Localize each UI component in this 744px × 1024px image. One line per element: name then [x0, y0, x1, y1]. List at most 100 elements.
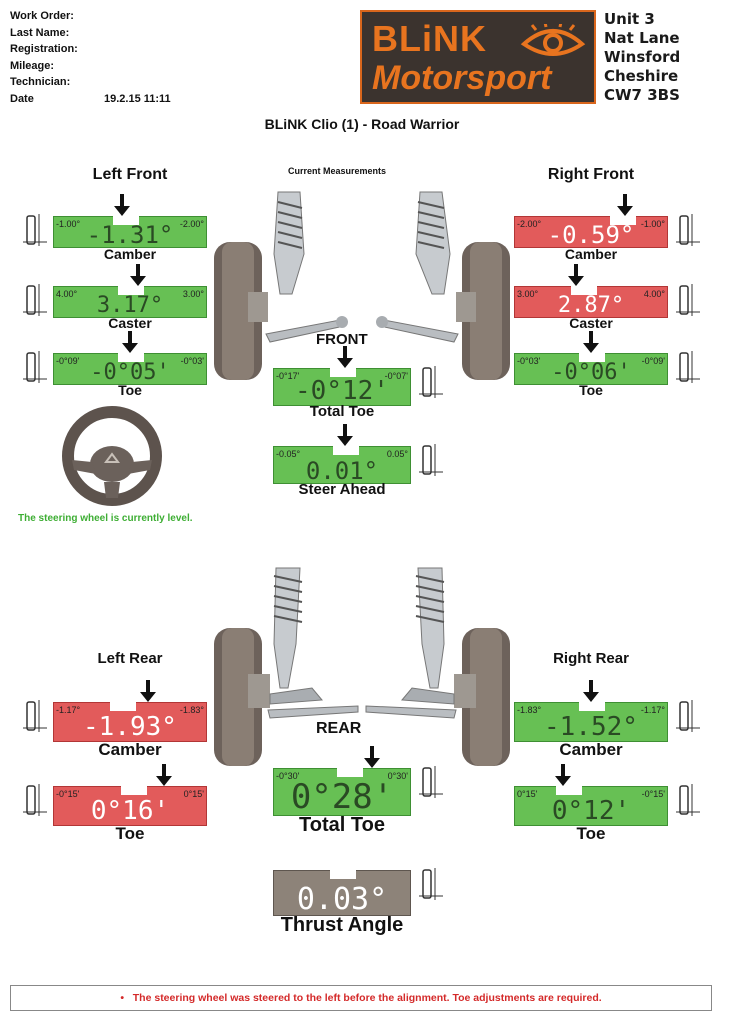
front-left-toe-gauge: -0°09'-0°03'-0°05'Toe [53, 331, 207, 407]
front-steer-ahead-bar: -0.05°0.05°0.01° [273, 446, 411, 485]
rear-suspension-illustration [214, 567, 510, 766]
front-right-caster-value: 2.87° [557, 293, 625, 319]
rear-left-camber-icon [23, 700, 47, 732]
rear-thrust-angle-value: 0.03° [296, 881, 388, 917]
rear-left-toe-min: -0°15' [56, 789, 80, 799]
rear-total-toe-value: 0°28' [290, 776, 394, 817]
front-left-caster-bar: 4.00°3.00°3.17° [53, 286, 207, 318]
rear-left-camber-gauge: Left Rear -1.17°-1.83°-1.93°Camber [53, 650, 207, 767]
front-right-camber-bar: -2.00°-1.00°-0.59° [514, 216, 668, 249]
current-measurements-label: Current Measurements [288, 166, 387, 176]
front-left-camber-gauge: Left Front-1.00°-2.00°-1.31°Camber [53, 166, 207, 270]
rear-right-camber-icon [676, 700, 700, 732]
rear-left-toe-gauge: -0°15' 0°15' 0°16'Toe [53, 764, 207, 851]
logo-word-motorsport: Motorsport [372, 59, 552, 97]
rear-right-toe-label: Toe [576, 824, 606, 843]
rear-right-camber-heading: Right Rear [553, 650, 629, 667]
rear-total-toe-label: Total Toe [299, 814, 385, 836]
front-right-toe-target-notch [579, 353, 605, 362]
field-technician: Technician: [10, 76, 71, 88]
front-total-toe-max: -0°07' [384, 371, 408, 381]
steering-wheel-icon [62, 406, 162, 506]
field-mileage: Mileage: [10, 59, 55, 72]
front-section-label: FRONT [316, 331, 368, 348]
rear-left-toe-max: 0°15' [183, 789, 204, 799]
front-right-caster-gauge: 3.00°4.00°2.87°Caster [514, 264, 668, 340]
rear-right-camber-max: -1.17° [640, 705, 665, 715]
front-right-camber-gauge: Right Front-2.00°-1.00°-0.59°Camber [514, 166, 668, 270]
rear-left-toe-value: 0°16' [90, 796, 170, 827]
rear-right-toe-bar: 0°15' -0°15' 0°12' [514, 786, 668, 826]
rear-right-toe-value: 0°12' [551, 796, 631, 827]
steering-level-note: The steering wheel is currently level. [18, 513, 193, 524]
front-left-caster-min: 4.00° [56, 289, 78, 299]
front-left-toe-value: -0°05' [90, 360, 170, 386]
front-left-camber-value: -1.31° [86, 220, 174, 249]
rear-left-camber-label: Camber [98, 740, 162, 759]
front-total-toe-label: Total Toe [309, 403, 375, 420]
front-right-toe-gauge: -0°03'-0°09'-0°06'Toe [514, 331, 668, 407]
logo-word-blink: BLiNK [372, 18, 487, 59]
rear-total-toe-gauge: -0°30' 0°30'0°28'Total Toe [273, 746, 411, 844]
rear-left-camber-max: -1.83° [179, 705, 204, 715]
front-total-toe-bar: -0°17'-0°07'-0°12' [273, 368, 411, 406]
front-left-caster-value: 3.17° [96, 293, 164, 319]
rear-thrust-angle-bar: 0.03° [273, 870, 411, 917]
front-right-camber-min: -2.00° [517, 219, 542, 229]
work-order-fields: Work Order: Last Name: Registration: Mil… [10, 8, 171, 107]
front-right-toe-min: -0°03' [517, 356, 541, 366]
rear-right-camber-value: -1.52° [544, 712, 638, 743]
front-right-caster-target-notch [571, 286, 598, 295]
front-right-camber-target-notch [609, 216, 636, 225]
front-left-camber-target-notch [113, 216, 140, 225]
rear-left-camber-value: -1.93° [83, 712, 177, 743]
rear-total-toe-target-notch [336, 768, 363, 777]
front-left-caster-gauge: 4.00°3.00°3.17°Caster [53, 264, 207, 340]
front-left-caster-label: Caster [108, 315, 152, 331]
front-left-camber-min: -1.00° [56, 219, 81, 229]
steer-ahead-icon [419, 444, 443, 476]
front-right-toe-bar: -0°03'-0°09'-0°06' [514, 353, 668, 385]
right-toe-icon [676, 351, 700, 383]
field-last-name: Last Name: [10, 26, 70, 39]
company-address: Unit 3 Nat Lane Winsford Cheshire CW7 3B… [604, 10, 681, 104]
front-right-camber-label: Camber [564, 246, 618, 262]
left-caster-icon [23, 284, 47, 316]
front-suspension-illustration [214, 191, 510, 380]
field-registration: Registration: [10, 43, 78, 55]
left-toe-icon [23, 351, 47, 383]
rear-left-toe-label: Toe [115, 824, 145, 843]
rear-left-camber-heading: Left Rear [97, 650, 163, 667]
front-steer-ahead-target-notch [332, 446, 359, 455]
rear-total-toe-min: -0°30' [276, 771, 300, 781]
rear-thrust-angle-label: Thrust Angle [280, 914, 404, 936]
company-logo: BLiNK Motorsport [360, 10, 596, 104]
front-steer-ahead-label: Steer Ahead [298, 481, 386, 498]
rear-right-toe-icon [676, 784, 700, 816]
rear-right-camber-min: -1.83° [517, 705, 542, 715]
front-right-toe-label: Toe [579, 382, 603, 398]
front-steer-ahead-min: -0.05° [276, 449, 301, 459]
right-camber-icon [676, 214, 700, 246]
front-right-caster-min: 3.00° [517, 289, 539, 299]
report-title: BLiNK Clio (1) - Road Warrior [264, 116, 460, 132]
rear-left-toe-icon [23, 784, 47, 816]
left-camber-icon [23, 214, 47, 246]
rear-right-camber-bar: -1.83° -1.17°-1.52° [514, 702, 668, 742]
front-steer-ahead-value: 0.01° [305, 456, 379, 485]
right-caster-icon [676, 284, 700, 316]
front-left-toe-target-notch [118, 353, 144, 362]
front-total-toe-value: -0°12' [295, 376, 389, 407]
front-total-toe-target-notch [330, 368, 356, 377]
rear-left-camber-bar: -1.17°-1.83°-1.93° [53, 702, 207, 742]
rear-total-toe-max: 0°30' [387, 771, 408, 781]
rear-left-toe-target-notch [121, 786, 148, 795]
rear-right-toe-min: 0°15' [517, 789, 538, 799]
rear-right-toe-max: -0°15' [641, 789, 665, 799]
front-right-caster-max: 4.00° [643, 289, 665, 299]
front-total-toe-gauge: -0°17'-0°07'-0°12'Total Toe [273, 346, 411, 429]
front-right-camber-max: -1.00° [640, 219, 665, 229]
front-left-camber-label: Camber [103, 246, 157, 262]
front-left-toe-label: Toe [118, 382, 142, 398]
alignment-warning-box: • The steering wheel was steered to the … [10, 985, 712, 1011]
